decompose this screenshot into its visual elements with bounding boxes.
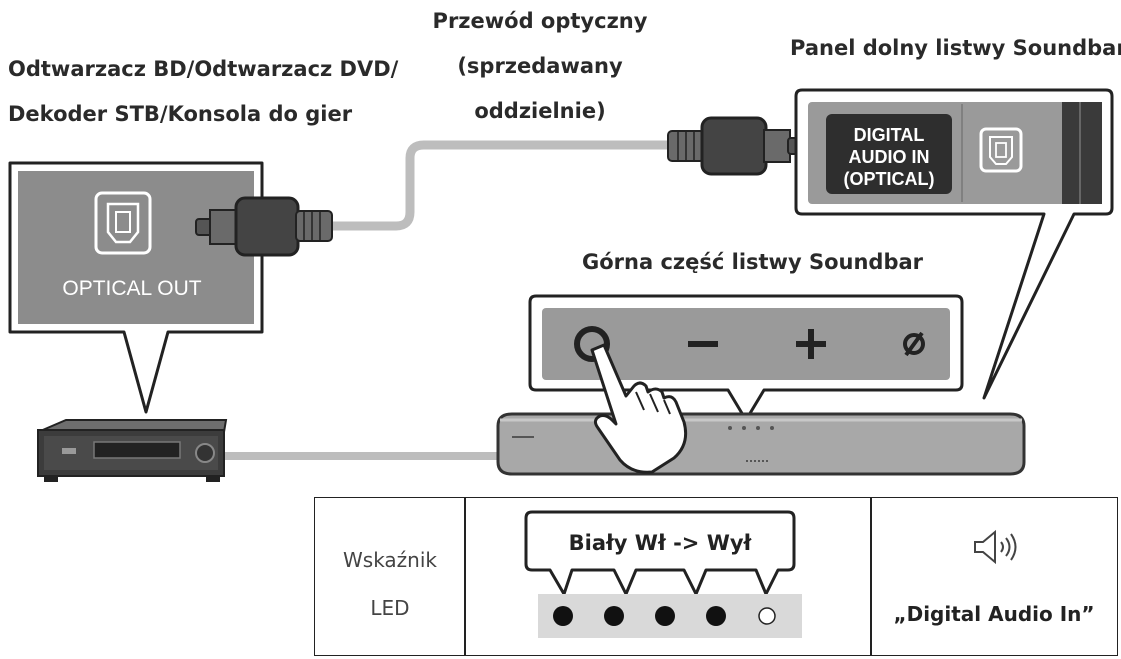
digital-audio-in-text-3: (OPTICAL) [844, 169, 935, 189]
optical-cable-label-line2: (sprzedawany [457, 54, 623, 78]
led-dot-5 [758, 607, 776, 625]
digital-audio-in-result: „Digital Audio In” [893, 602, 1095, 626]
minus-button-icon [688, 341, 718, 347]
optical-out-text: OPTICAL OUT [62, 277, 201, 300]
source-device-label-line1: Odtwarzacz BD/Odtwarzacz DVD/ [8, 57, 399, 81]
power-button-icon [574, 326, 610, 362]
table-divider [464, 498, 466, 655]
optical-port-icon [979, 127, 1023, 173]
soundbar [496, 412, 1026, 476]
bottom-panel-callout: DIGITAL AUDIO IN (OPTICAL) [794, 88, 1114, 400]
optical-cable [330, 140, 680, 231]
connection-diagram: OPTICAL OUT DIGITAL AUDIO IN (OPTICAL) [8, 88, 1114, 482]
led-dot-1 [553, 606, 573, 626]
top-panel-label: Górna część listwy Soundbar [582, 250, 924, 274]
hand-icon [590, 343, 688, 474]
led-indicator-table: Wskaźnik LED Biały Wł -> Wył „Digital Au… [314, 497, 1118, 656]
led-label-line1: Wskaźnik [343, 548, 437, 572]
speaker-icon [974, 529, 1017, 565]
source-player [37, 419, 228, 482]
led-dot-2 [604, 606, 624, 626]
plus-button-icon [796, 329, 826, 359]
source-device-label-line2: Dekoder STB/Konsola do gier [8, 102, 353, 126]
optical-port-icon [94, 191, 152, 255]
digital-audio-in-text-1: DIGITAL [854, 125, 925, 145]
led-label-line2: LED [370, 596, 410, 620]
optical-out-callout: OPTICAL OUT [8, 161, 264, 414]
led-bubble-text: Biały Wł -> Wył [569, 531, 753, 555]
bottom-panel-label: Panel dolny listwy Soundbar [790, 36, 1121, 60]
optical-plug-source [195, 196, 333, 257]
optical-cable-label-line1: Przewód optyczny [432, 9, 648, 33]
optical-plug-soundbar [667, 116, 805, 176]
table-divider [870, 498, 872, 655]
digital-audio-in-text-2: AUDIO IN [849, 147, 930, 167]
led-dot-3 [655, 606, 675, 626]
mic-button-icon [903, 331, 925, 357]
led-status-graphic: Biały Wł -> Wył [524, 510, 802, 638]
led-dot-4 [706, 606, 726, 626]
optical-cable-label-line3: oddzielnie) [474, 99, 606, 123]
